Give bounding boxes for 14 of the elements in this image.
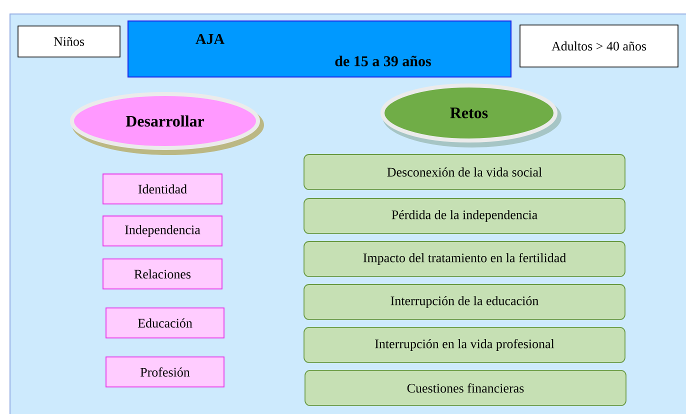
title-box: AJA de 15 a 39 años bbox=[128, 20, 512, 78]
item-box: Interrupción de la educación bbox=[304, 284, 626, 320]
item-box: Pérdida de la independencia bbox=[304, 198, 626, 234]
item-box: Impacto del tratamiento en la fertilidad bbox=[304, 241, 626, 277]
item-box: Cuestiones financieras bbox=[304, 370, 626, 406]
label-box: Adultos > 40 años bbox=[520, 24, 678, 68]
item-box: Interrupción en la vida profesional bbox=[304, 327, 626, 363]
item-box: Desconexión de la vida social bbox=[304, 154, 626, 190]
item-box: Independencia bbox=[102, 216, 222, 246]
item-box: Identidad bbox=[102, 174, 222, 204]
label-box: Niños bbox=[18, 26, 120, 58]
item-box: Educación bbox=[106, 308, 224, 338]
item-box: Relaciones bbox=[102, 258, 222, 290]
item-box: Profesión bbox=[106, 356, 224, 388]
